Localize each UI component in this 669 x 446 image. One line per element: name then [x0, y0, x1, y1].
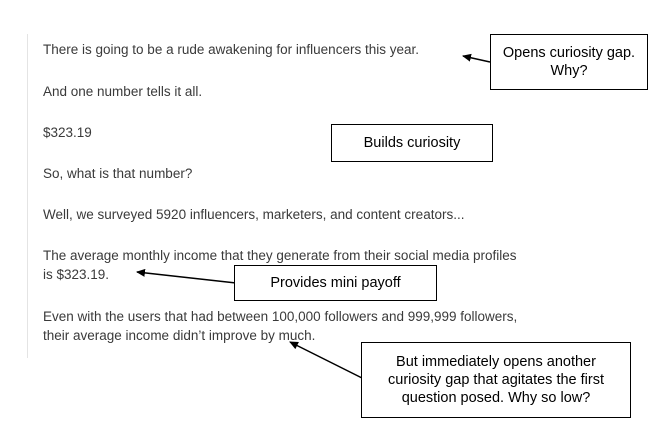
- arrow-another-gap: [289, 341, 363, 379]
- paragraph-income-line-1: The average monthly income that they gen…: [43, 248, 517, 263]
- paragraph-survey: Well, we surveyed 5920 influencers, mark…: [43, 207, 465, 222]
- annotation-another-gap: But immediately opens another curiosity …: [361, 342, 631, 418]
- annotation-mini-payoff-text: Provides mini payoff: [270, 275, 401, 291]
- paragraph-one-number: And one number tells it all.: [43, 84, 203, 99]
- annotation-mini-payoff: Provides mini payoff: [234, 265, 437, 301]
- paragraph-followers-line-1: Even with the users that had between 100…: [43, 309, 518, 324]
- blockquote-rule: [27, 34, 28, 358]
- paragraph-followers-line-2: their average income didn’t improve by m…: [43, 328, 316, 343]
- arrow-curiosity-gap: [462, 53, 491, 63]
- paragraph-question: So, what is that number?: [43, 166, 193, 181]
- annotation-builds-curiosity-text: Builds curiosity: [363, 135, 461, 151]
- annotation-another-gap-text: But immediately opens another curiosity …: [388, 354, 604, 406]
- annotation-curiosity-gap: Opens curiosity gap. Why?: [490, 34, 648, 90]
- arrow-mini-payoff: [136, 268, 237, 284]
- annotation-builds-curiosity: Builds curiosity: [331, 124, 493, 162]
- annotation-curiosity-gap-text: Opens curiosity gap. Why?: [502, 45, 636, 79]
- paragraph-income-line-2: is $323.19.: [43, 267, 110, 282]
- paragraph-number-value: $323.19: [43, 125, 92, 140]
- paragraph-opening: There is going to be a rude awakening fo…: [43, 42, 419, 57]
